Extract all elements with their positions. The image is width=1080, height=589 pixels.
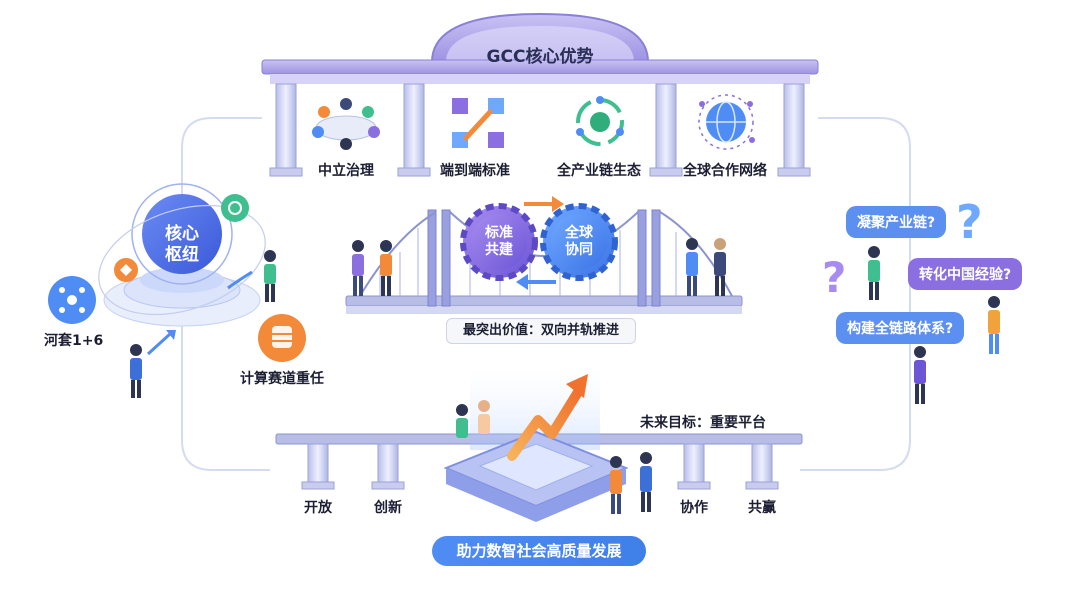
- person-right-3: [914, 346, 926, 404]
- gear-left-line1: 标准: [485, 225, 513, 241]
- gear-right: [540, 203, 618, 281]
- hub-network-icon: [48, 276, 96, 324]
- people-left-handshake: [352, 240, 392, 296]
- bridge: [345, 209, 743, 314]
- bottom-banner: 助力数智社会高质量发展: [432, 536, 646, 566]
- advantage-label-ecosystem: 全产业链生态: [557, 163, 641, 179]
- hub-arrow: [146, 332, 172, 356]
- pillar-collaboration: 协作: [680, 500, 708, 516]
- linked-cubes-icon: [452, 98, 504, 148]
- future-goal: 未来目标：重要平台: [640, 415, 766, 431]
- hub-green-icon: [221, 194, 249, 222]
- people-right-handshake: [686, 238, 726, 296]
- hub-left-label: 河套1+6: [44, 333, 104, 349]
- gear-left-label: 标准 共建: [477, 225, 521, 259]
- temple: [261, 12, 819, 177]
- person-right-1: [868, 246, 880, 300]
- growth-arrow-icon: [507, 374, 588, 461]
- pillar-open: 开放: [304, 500, 332, 516]
- hub-bottom-label: 计算赛道重任: [240, 371, 324, 387]
- person-hub-left: [130, 344, 142, 398]
- pillar-win-win: 共赢: [748, 500, 776, 516]
- hub-arrow-2: [227, 270, 253, 290]
- gear-right-line2: 协同: [565, 242, 593, 258]
- pillar-innovation: 创新: [374, 500, 402, 516]
- gear-left: [460, 203, 538, 281]
- advantage-label-global: 全球合作网络: [683, 163, 767, 179]
- advantage-label-governance: 中立治理: [318, 163, 374, 179]
- arrow-right: [524, 196, 564, 212]
- arrow-left: [516, 274, 556, 290]
- hub-label-line1: 核心: [165, 224, 199, 244]
- hub-label: 核心 枢纽: [150, 224, 214, 266]
- question-bubble-1: 凝聚产业链?: [846, 206, 947, 238]
- hub-orange-icon: [114, 258, 138, 282]
- question-bubble-2: 转化中国经验?: [908, 258, 1023, 290]
- cycle-ecosystem-icon: [576, 96, 624, 146]
- svg-text:?: ?: [822, 253, 846, 302]
- person-hub-right: [264, 250, 276, 302]
- gear-right-label: 全球 协同: [557, 225, 601, 259]
- globe-network-icon: [698, 94, 755, 150]
- question-mark-icon: ?: [956, 195, 983, 249]
- hub-label-line2: 枢纽: [165, 245, 199, 265]
- people-meeting-icon: [312, 98, 380, 150]
- question-mark-icon-2: ?: [822, 253, 846, 302]
- growth-platform: [443, 368, 629, 522]
- database-icon: [258, 314, 306, 362]
- value-statement: 最突出价值：双向并轨推进: [446, 318, 636, 344]
- people-platform-left: [456, 400, 490, 438]
- page-title: GCC核心优势: [486, 47, 594, 67]
- question-bubble-3: 构建全链路体系?: [836, 312, 965, 344]
- frame-right: [800, 117, 911, 471]
- people-platform-right: [610, 452, 652, 514]
- hub: [98, 183, 266, 327]
- advantage-label-standards: 端到端标准: [440, 163, 510, 179]
- svg-text:?: ?: [956, 195, 983, 249]
- person-right-2: [988, 296, 1000, 354]
- gear-right-line1: 全球: [565, 225, 593, 241]
- gear-left-line2: 共建: [485, 242, 513, 258]
